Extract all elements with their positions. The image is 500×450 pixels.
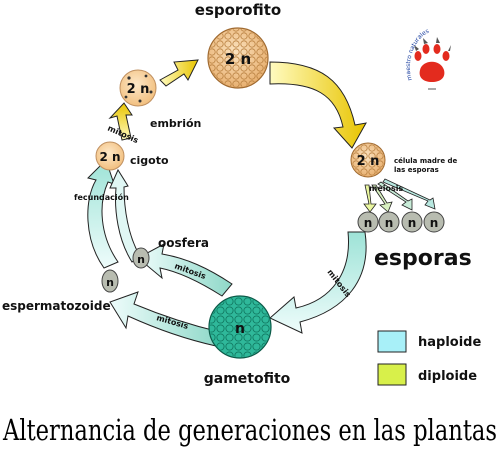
page-title: Alternancia de generaciones en las plant… xyxy=(2,413,497,447)
label-esporas: esporas xyxy=(374,246,472,271)
legend-haploide: haploide xyxy=(418,335,481,350)
label-esporofito: esporofito xyxy=(195,1,281,19)
zygote-ploidy: 2 n xyxy=(99,150,120,164)
spore-mother-cell: 2 n xyxy=(350,142,386,178)
mother-cell-ploidy: 2 n xyxy=(357,154,380,169)
arrow-gametophyte-to-oosfera xyxy=(137,243,233,297)
gametophyte-cell: n xyxy=(208,295,272,359)
label-espermatozoide: espermatozoide xyxy=(2,299,111,313)
gametophyte-ploidy: n xyxy=(235,321,245,337)
zygote-cell: 2 n xyxy=(95,141,125,171)
arrow-gametophyte-to-sperm xyxy=(109,291,221,347)
label-oosfera: oosfera xyxy=(158,236,209,250)
spore-1: n xyxy=(357,211,379,233)
svg-text:n: n xyxy=(364,216,373,230)
legend-diploide: diploide xyxy=(418,369,477,384)
spore-2: n xyxy=(378,211,400,233)
embryo-cell: 2 n xyxy=(119,69,157,107)
arrow-sperm-to-zygote xyxy=(109,168,141,263)
sporophyte-cell: 2 n xyxy=(207,27,269,89)
legend: haploide diploide xyxy=(377,330,481,386)
label-meiosis: meiosis xyxy=(369,184,404,193)
svg-text:n: n xyxy=(408,216,417,230)
arrow-spores-to-gametophyte xyxy=(269,231,367,334)
arrow-embryo-to-sporophyte xyxy=(159,59,199,87)
svg-text:n: n xyxy=(430,216,439,230)
sperm-cell: n xyxy=(101,269,119,293)
spore-3: n xyxy=(401,211,423,233)
legend-haploid-swatch xyxy=(377,330,407,353)
legend-diploid-swatch xyxy=(377,363,407,386)
embryo-ploidy: 2 n xyxy=(127,82,150,97)
label-cigoto: cigoto xyxy=(130,154,169,167)
arrow-sporophyte-to-mother-cell xyxy=(269,61,367,149)
label-celula-madre: célula madre de xyxy=(394,157,458,165)
arrow-zygote-to-embryo xyxy=(108,102,133,141)
svg-text:n: n xyxy=(106,276,114,289)
svg-text:n: n xyxy=(385,216,394,230)
spores: n n n n xyxy=(357,211,445,233)
spore-4: n xyxy=(423,211,445,233)
label-gametofito: gametofito xyxy=(204,371,291,387)
label-fecundacion: fecundación xyxy=(74,192,129,202)
arrow-fertilization xyxy=(87,159,119,269)
meiosis-arrows xyxy=(363,178,436,213)
paw-logo: maestro naturales xyxy=(405,28,451,90)
label-embrion: embrión xyxy=(150,117,201,130)
sporophyte-ploidy: 2 n xyxy=(225,50,251,68)
svg-text:n: n xyxy=(137,253,145,266)
oosphere-cell: n xyxy=(132,247,150,269)
label-las-esporas: las esporas xyxy=(394,166,439,174)
